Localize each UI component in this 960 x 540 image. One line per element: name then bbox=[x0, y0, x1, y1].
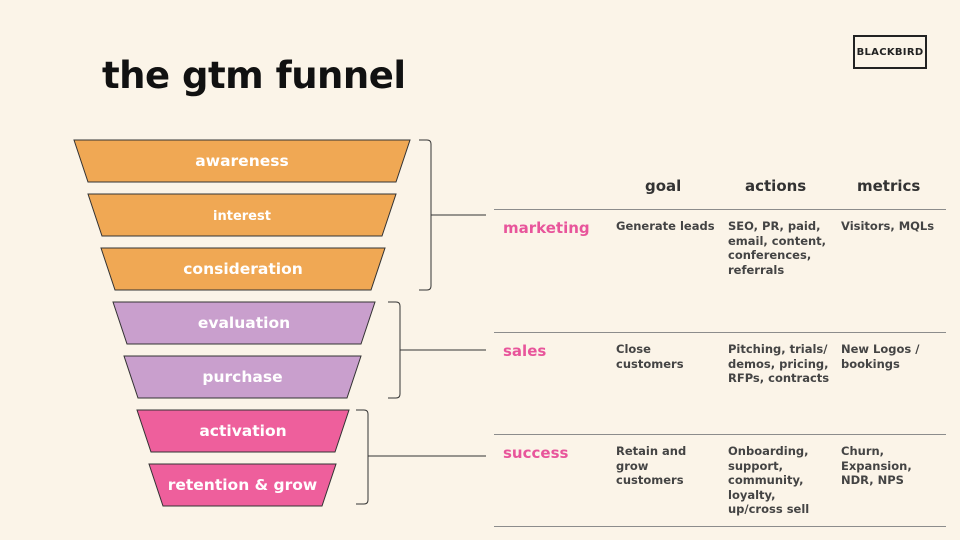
success-metrics-text: Churn, Expansion, NDR, NPS bbox=[841, 444, 912, 487]
funnel-stage-evaluation: evaluation bbox=[112, 301, 376, 345]
table-divider bbox=[494, 526, 946, 527]
metrics-column-header: metrics bbox=[857, 177, 921, 195]
funnel-stage-shape bbox=[87, 193, 397, 237]
sales-goal: Close customers bbox=[616, 342, 684, 371]
table-divider bbox=[494, 209, 946, 210]
funnel-stage-shape bbox=[73, 139, 411, 183]
bracket-marketing bbox=[419, 139, 486, 291]
bracket-sales bbox=[388, 301, 486, 399]
group-brackets bbox=[356, 139, 486, 505]
bracket-success bbox=[356, 409, 486, 505]
row-label-sales: sales bbox=[503, 342, 547, 360]
funnel-stage-shape bbox=[100, 247, 386, 291]
marketing-metrics-text: Visitors, MQLs bbox=[841, 219, 935, 233]
success-goal-text: Retain and grow customers bbox=[616, 444, 687, 487]
marketing-actions: SEO, PR, paid, email, content, conferenc… bbox=[728, 219, 826, 277]
funnel-stage-label: consideration bbox=[183, 260, 303, 278]
success-actions-text: Onboarding, support, community, loyalty,… bbox=[728, 444, 810, 516]
sales-goal-text: Close customers bbox=[616, 342, 684, 371]
funnel-stage-consideration: consideration bbox=[100, 247, 386, 291]
actions-column-header: actions bbox=[745, 177, 807, 195]
funnel-stage-label: purchase bbox=[202, 368, 282, 386]
success-actions: Onboarding, support, community, loyalty,… bbox=[728, 444, 809, 517]
funnel-stage-shape bbox=[123, 355, 362, 399]
funnel-stage-retention-grow: retention & grow bbox=[148, 463, 337, 507]
marketing-metrics: Visitors, MQLs bbox=[841, 219, 934, 234]
table-divider bbox=[494, 434, 946, 435]
sales-actions: Pitching, trials/ demos, pricing, RFPs, … bbox=[728, 342, 829, 386]
page-title: the gtm funnel bbox=[102, 54, 406, 97]
blackbird-logo: BLACKBIRD bbox=[853, 35, 927, 69]
funnel-stage-label: retention & grow bbox=[168, 476, 318, 494]
marketing-actions-text: SEO, PR, paid, email, content, conferenc… bbox=[728, 219, 827, 277]
success-goal: Retain and grow customers bbox=[616, 444, 686, 488]
row-label-marketing: marketing bbox=[503, 219, 590, 237]
row-label-success: success bbox=[503, 444, 569, 462]
sales-metrics-text: New Logos / bookings bbox=[841, 342, 920, 371]
marketing-goal: Generate leads bbox=[616, 219, 715, 234]
table-divider bbox=[494, 332, 946, 333]
sales-metrics: New Logos / bookings bbox=[841, 342, 919, 371]
funnel-stage-shape bbox=[136, 409, 350, 453]
funnel-stage-shape bbox=[112, 301, 376, 345]
funnel-stage-interest: interest bbox=[87, 193, 397, 237]
funnel-stage-awareness: awareness bbox=[73, 139, 411, 183]
funnel-stage-activation: activation bbox=[136, 409, 350, 453]
sales-actions-text: Pitching, trials/ demos, pricing, RFPs, … bbox=[728, 342, 830, 385]
funnel-stage-label: awareness bbox=[195, 152, 288, 170]
funnel-stage-label: activation bbox=[199, 422, 286, 440]
funnel-stage-label: interest bbox=[213, 209, 271, 224]
marketing-goal-text: Generate leads bbox=[616, 219, 715, 233]
funnel-stages: awareness interest consideration evaluation… bbox=[73, 139, 411, 507]
funnel-stage-shape bbox=[148, 463, 337, 507]
funnel-stage-label: evaluation bbox=[198, 314, 290, 332]
funnel-stage-purchase: purchase bbox=[123, 355, 362, 399]
success-metrics: Churn, Expansion, NDR, NPS bbox=[841, 444, 912, 488]
goal-column-header: goal bbox=[645, 177, 682, 195]
